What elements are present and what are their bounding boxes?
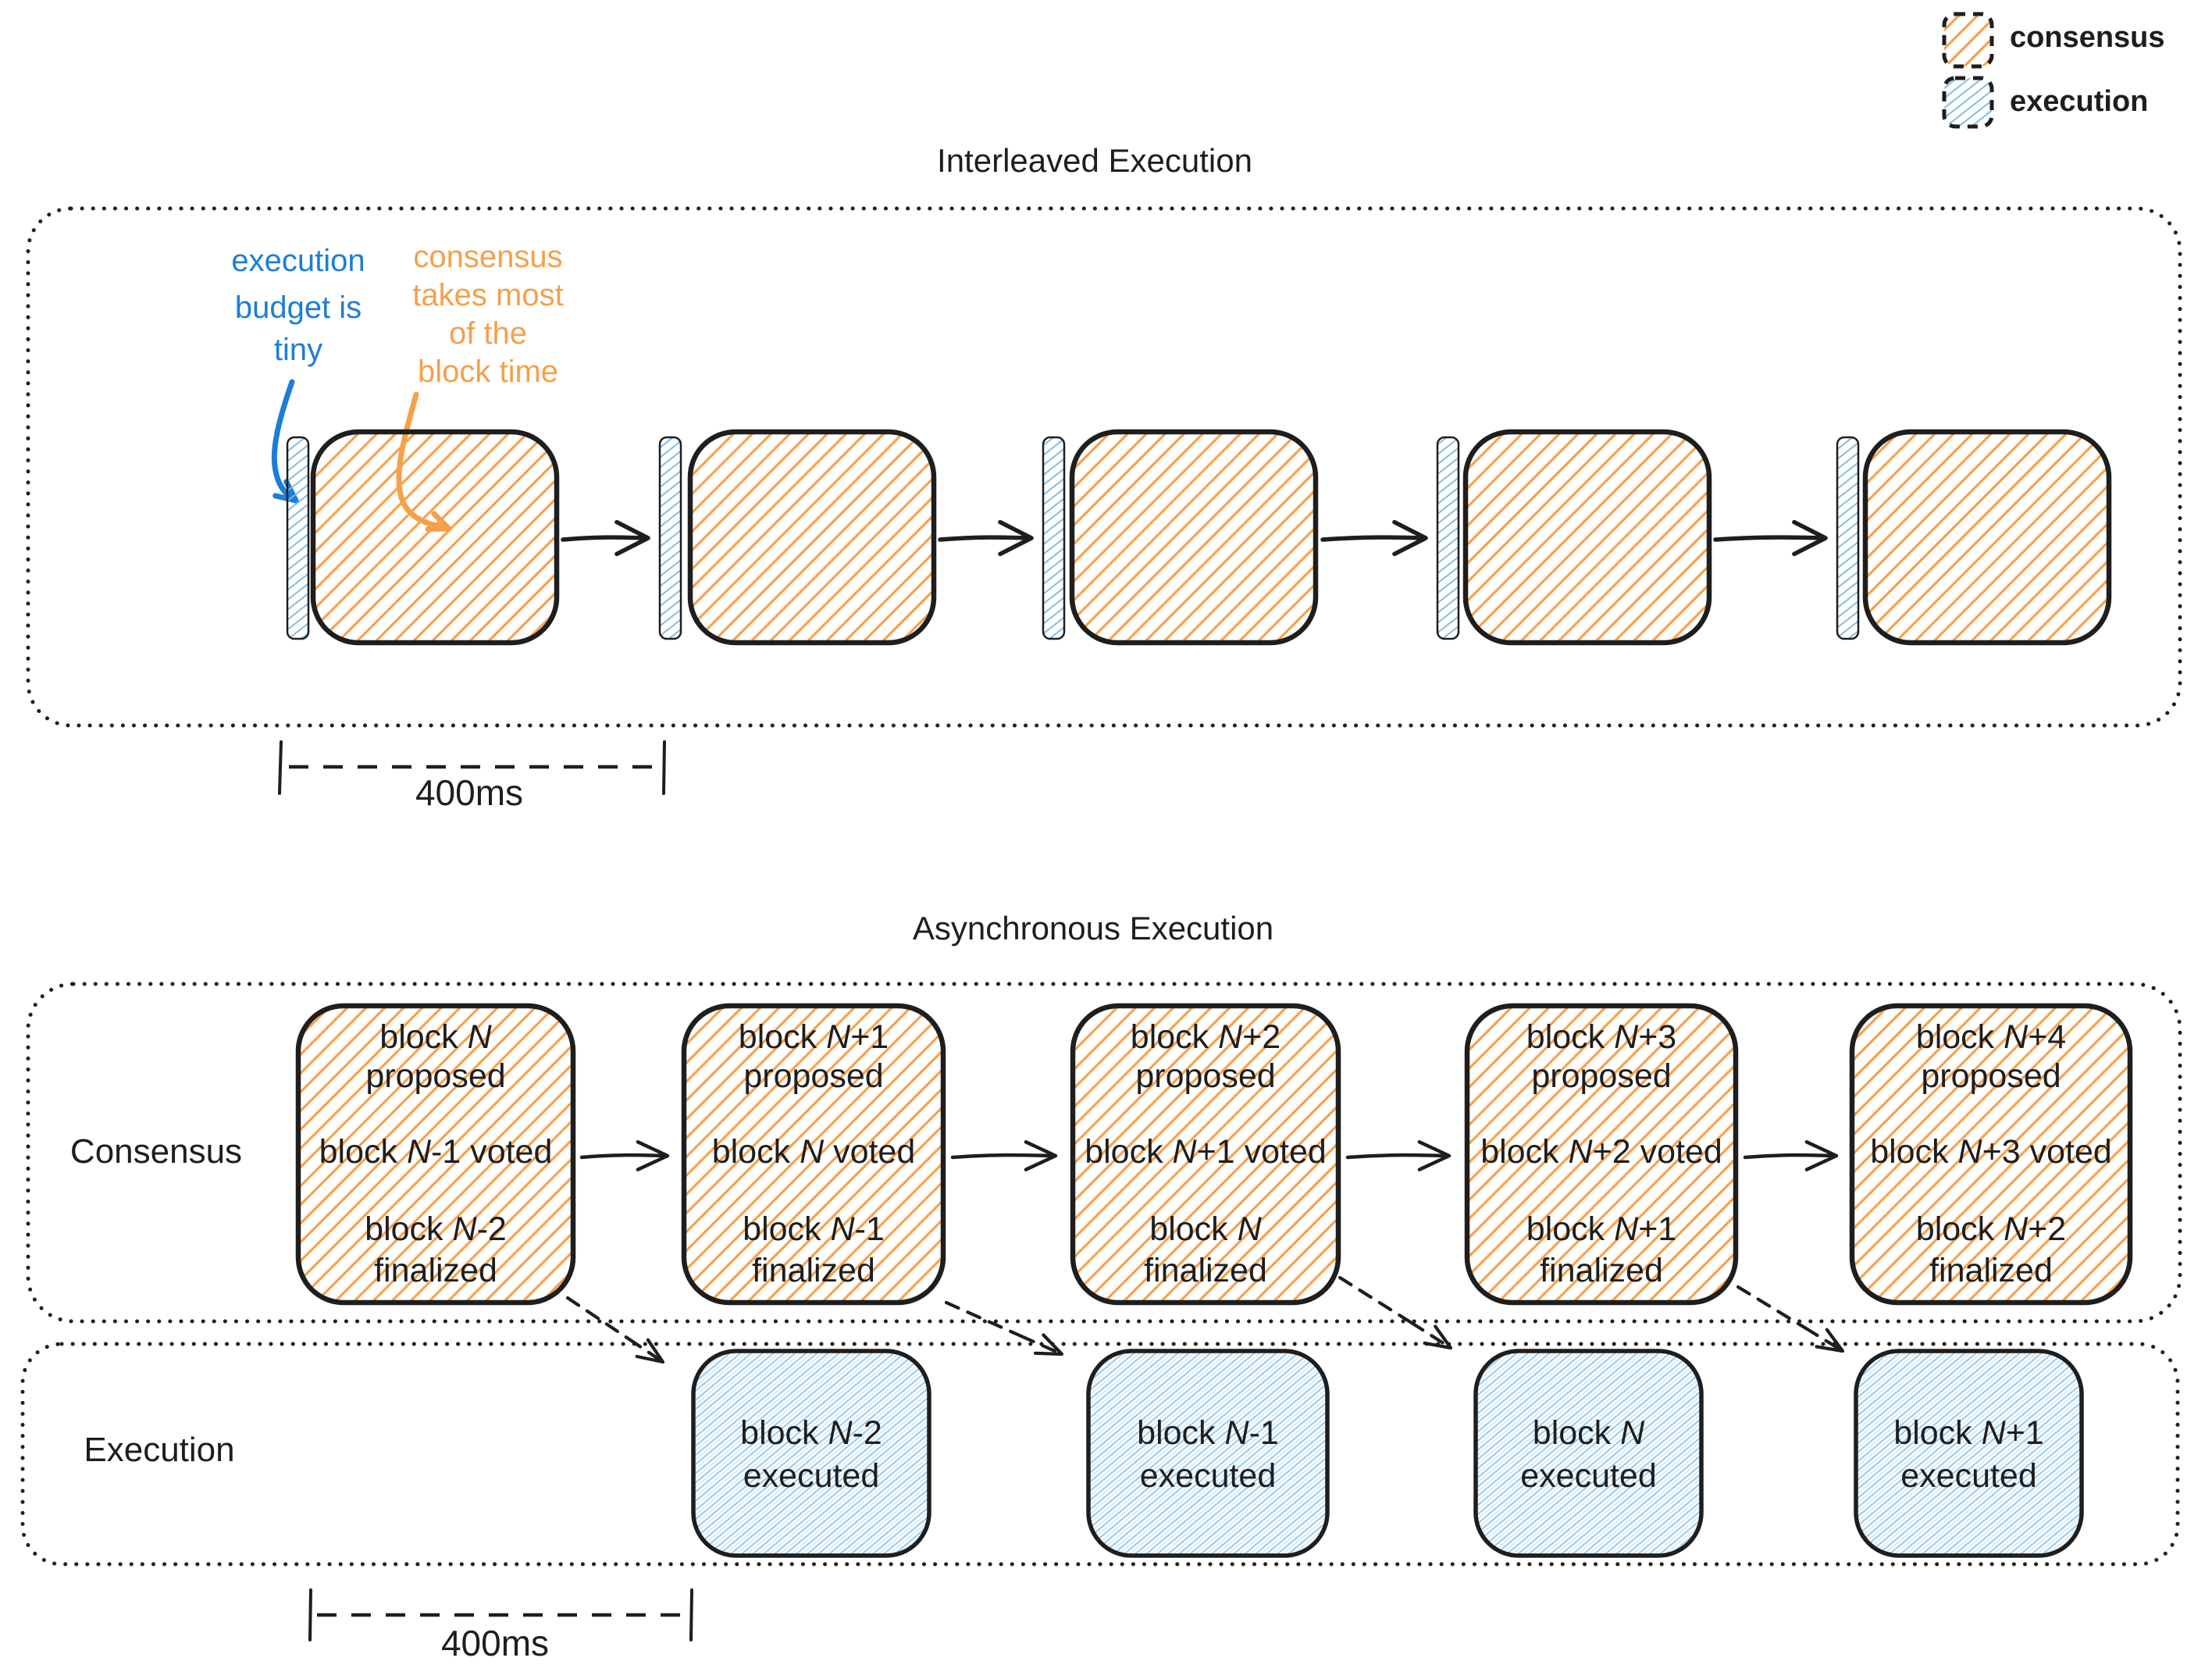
svg-text:block N+1: block N+1: [1893, 1414, 2043, 1452]
svg-text:block N-1: block N-1: [743, 1210, 885, 1248]
svg-text:block N+1 voted: block N+1 voted: [1085, 1133, 1327, 1171]
svg-text:finalized: finalized: [1929, 1252, 2053, 1289]
svg-text:proposed: proposed: [743, 1057, 883, 1095]
svg-text:block N-2: block N-2: [740, 1414, 882, 1452]
svg-text:proposed: proposed: [365, 1057, 505, 1095]
svg-text:block N: block N: [1149, 1210, 1262, 1248]
svg-text:finalized: finalized: [752, 1252, 875, 1289]
svg-text:block N+3: block N+3: [1526, 1018, 1676, 1056]
svg-text:Consensus: Consensus: [70, 1132, 242, 1171]
svg-text:proposed: proposed: [1531, 1057, 1671, 1095]
svg-text:block N: block N: [379, 1018, 492, 1056]
svg-text:consensus: consensus: [2010, 21, 2165, 54]
svg-text:block N+2: block N+2: [1131, 1018, 1281, 1056]
svg-text:executed: executed: [1520, 1457, 1657, 1495]
svg-text:block N+4: block N+4: [1916, 1018, 2066, 1056]
svg-text:block N+1: block N+1: [739, 1018, 889, 1056]
svg-text:budget is: budget is: [235, 291, 362, 325]
svg-text:block N-1 voted: block N-1 voted: [319, 1133, 553, 1171]
svg-text:executed: executed: [1900, 1457, 2037, 1495]
svg-text:400ms: 400ms: [441, 1623, 549, 1663]
svg-text:Interleaved Execution: Interleaved Execution: [937, 142, 1252, 179]
svg-text:Execution: Execution: [84, 1431, 234, 1469]
svg-text:execution: execution: [2010, 85, 2148, 118]
svg-text:consensus: consensus: [413, 240, 562, 274]
svg-text:executed: executed: [743, 1457, 880, 1495]
svg-text:of the: of the: [449, 316, 527, 351]
svg-text:block N: block N: [1533, 1414, 1645, 1452]
svg-text:proposed: proposed: [1135, 1057, 1275, 1095]
svg-text:block N+2: block N+2: [1916, 1210, 2066, 1248]
svg-text:block N+2 voted: block N+2 voted: [1480, 1133, 1722, 1171]
svg-text:block N-1: block N-1: [1137, 1414, 1279, 1452]
svg-text:block N+3 voted: block N+3 voted: [1870, 1133, 2112, 1171]
svg-text:finalized: finalized: [1540, 1252, 1663, 1289]
svg-text:finalized: finalized: [1144, 1252, 1267, 1289]
svg-text:Asynchronous Execution: Asynchronous Execution: [913, 910, 1273, 946]
svg-text:block N voted: block N voted: [712, 1133, 916, 1171]
svg-text:tiny: tiny: [274, 333, 322, 367]
svg-text:400ms: 400ms: [415, 772, 523, 813]
svg-text:block time: block time: [418, 355, 558, 389]
svg-text:takes most: takes most: [412, 278, 563, 312]
svg-text:block N+1: block N+1: [1526, 1210, 1676, 1248]
svg-text:block N-2: block N-2: [365, 1210, 507, 1248]
svg-text:executed: executed: [1140, 1457, 1277, 1495]
svg-text:proposed: proposed: [1921, 1057, 2061, 1095]
svg-text:execution: execution: [231, 244, 365, 278]
svg-text:finalized: finalized: [374, 1252, 497, 1289]
